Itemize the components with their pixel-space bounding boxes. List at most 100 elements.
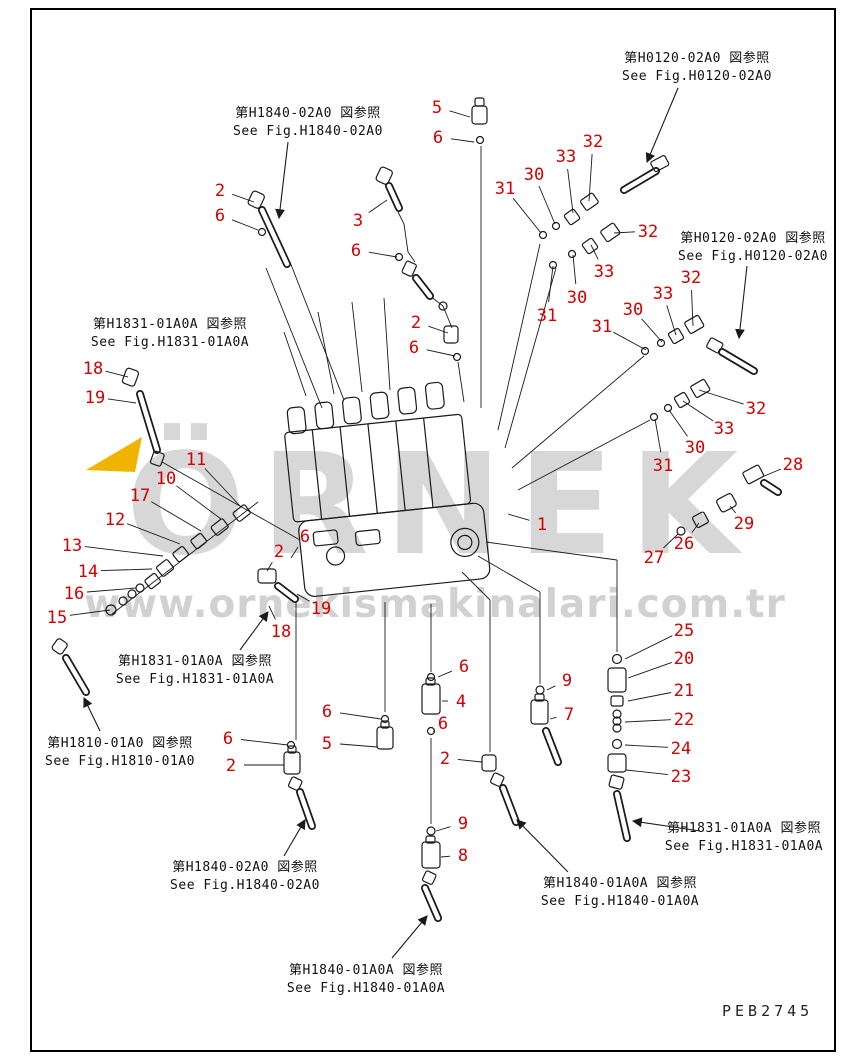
callout-2: 2: [411, 313, 421, 333]
leader-line-29: [729, 505, 737, 514]
callout-33: 33: [714, 419, 734, 439]
callout-6: 6: [223, 729, 233, 749]
valve-assembly-8-9: [421, 826, 442, 922]
reference-arrow: [283, 819, 306, 857]
leader-line-6: [433, 730, 435, 732]
leader-line-32: [588, 153, 593, 202]
leader-line-6: [437, 670, 453, 678]
drawing-code: PEB2745: [722, 1002, 814, 1020]
callout-31: 31: [592, 317, 612, 337]
fittings-and-hoses: [51, 97, 782, 922]
watermark-brand: ÖRNEK: [125, 424, 755, 587]
callout-15: 15: [47, 608, 67, 628]
callout-5: 5: [322, 734, 332, 754]
callout-7: 7: [564, 705, 574, 725]
callout-6: 6: [322, 702, 332, 722]
callout-17: 17: [130, 486, 150, 506]
fitting-cluster-3: [640, 314, 758, 375]
leader-line-25: [624, 635, 673, 660]
leader-line-33: [666, 305, 677, 336]
callout-18: 18: [83, 359, 103, 379]
callout-33: 33: [594, 262, 614, 282]
leader-line-6: [339, 712, 382, 720]
callout-2: 2: [215, 181, 225, 201]
valve-assembly-2-5-left: [283, 740, 316, 830]
leader-line-13: [84, 546, 164, 557]
leader-line-2: [428, 325, 449, 334]
leader-line-18: [105, 370, 129, 378]
leader-line-33: [682, 400, 714, 422]
fitting-cluster-4: [649, 378, 711, 422]
callout-6: 6: [433, 128, 443, 148]
callout-21: 21: [674, 681, 694, 701]
hose-bottom-left-h1810: [51, 638, 90, 696]
leader-line-6: [368, 251, 398, 258]
leader-line-21: [627, 692, 672, 702]
leader-line-33: [567, 168, 574, 214]
callout-8: 8: [458, 846, 468, 866]
callout-6: 6: [300, 527, 310, 547]
watermark-website: www.ornekismakinalari.com.tr: [84, 582, 786, 627]
leader-line-6: [426, 349, 456, 357]
leader-line-19: [296, 593, 311, 602]
reference-arrow: [83, 697, 101, 732]
callout-9: 9: [458, 814, 468, 834]
hose-top-left: [247, 190, 291, 268]
watermark-triangle-logo: [86, 437, 142, 472]
leader-line-12: [126, 523, 181, 545]
callout-3: 3: [353, 211, 363, 231]
callout-2: 2: [440, 749, 450, 769]
callout-18: 18: [271, 622, 291, 642]
callout-2: 2: [226, 756, 236, 776]
callout-32: 32: [681, 268, 701, 288]
callout-5: 5: [432, 98, 442, 118]
reference-arrow: [516, 819, 569, 873]
hose-left-18-19: [121, 367, 165, 467]
callout-20: 20: [674, 649, 694, 669]
leader-line-14: [100, 568, 153, 572]
leader-line-6: [450, 138, 475, 143]
leader-line-1: [507, 513, 530, 521]
leader-line-31: [548, 265, 554, 303]
callout-13: 13: [62, 536, 82, 556]
callout-1: 1: [537, 515, 547, 535]
callout-2: 2: [274, 542, 284, 562]
callout-24: 24: [671, 739, 691, 759]
valve-assembly-2-right: [481, 754, 520, 826]
leader-line-9: [435, 826, 451, 832]
leader-lines-layer: [69, 110, 782, 858]
leader-line-2: [266, 561, 273, 572]
leader-line-27: [663, 533, 679, 549]
leader-line-16: [86, 587, 137, 593]
leader-line-32: [613, 231, 636, 234]
callout-10: 10: [156, 469, 176, 489]
fittings-right-26-29: [676, 464, 782, 536]
callout-16: 16: [64, 584, 84, 604]
relief-valve-parts-20-25: [607, 653, 631, 842]
leader-line-31: [512, 197, 542, 234]
callout-25: 25: [674, 621, 694, 641]
callout-33: 33: [653, 284, 673, 304]
callout-31: 31: [653, 456, 673, 476]
leader-line-31: [654, 418, 662, 453]
callout-11: 11: [186, 450, 206, 470]
leader-line-11: [204, 468, 242, 508]
callout-33: 33: [556, 147, 576, 167]
connector-lines: [161, 146, 651, 824]
fitting-cluster-1: [538, 192, 599, 240]
leader-line-19: [107, 398, 137, 404]
reference-arrow: [391, 915, 428, 959]
callout-14: 14: [78, 562, 98, 582]
page-border: [30, 8, 836, 1052]
leader-line-26: [691, 522, 700, 533]
callout-9: 9: [562, 671, 572, 691]
leader-line-33: [590, 244, 599, 260]
callout-27: 27: [644, 548, 664, 568]
parts-chain-left-10-17: [105, 501, 259, 616]
callout-30: 30: [524, 165, 544, 185]
leader-line-24: [624, 744, 669, 748]
leader-line-5: [339, 743, 378, 748]
callout-30: 30: [567, 288, 587, 308]
main-control-valve-body: [284, 381, 491, 597]
reference-arrows-layer: [83, 87, 748, 959]
